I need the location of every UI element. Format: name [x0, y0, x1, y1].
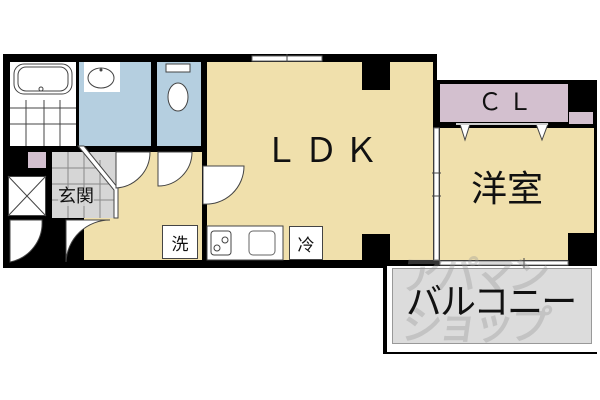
entrance-label: 玄関 [58, 186, 94, 207]
fridge-space: 冷 [289, 226, 323, 260]
closet-label: ＣＬ [478, 88, 538, 116]
washer-space: 洗 [162, 225, 198, 259]
pillar-ldk-se [362, 234, 390, 264]
meter-box [28, 152, 46, 168]
pillar-ldk-ne [362, 62, 390, 90]
fridge-label: 冷 [297, 235, 315, 256]
ldk-label: ＬＤＫ [264, 131, 384, 171]
western-room-label: 洋室 [471, 169, 544, 210]
bathroom [10, 62, 76, 146]
washer-label: 洗 [171, 234, 189, 255]
closet-shelf [569, 112, 593, 124]
balcony [392, 268, 592, 344]
balcony-label: バルコニー [406, 282, 577, 323]
closet [440, 84, 568, 122]
pillar-western-se [568, 233, 596, 265]
